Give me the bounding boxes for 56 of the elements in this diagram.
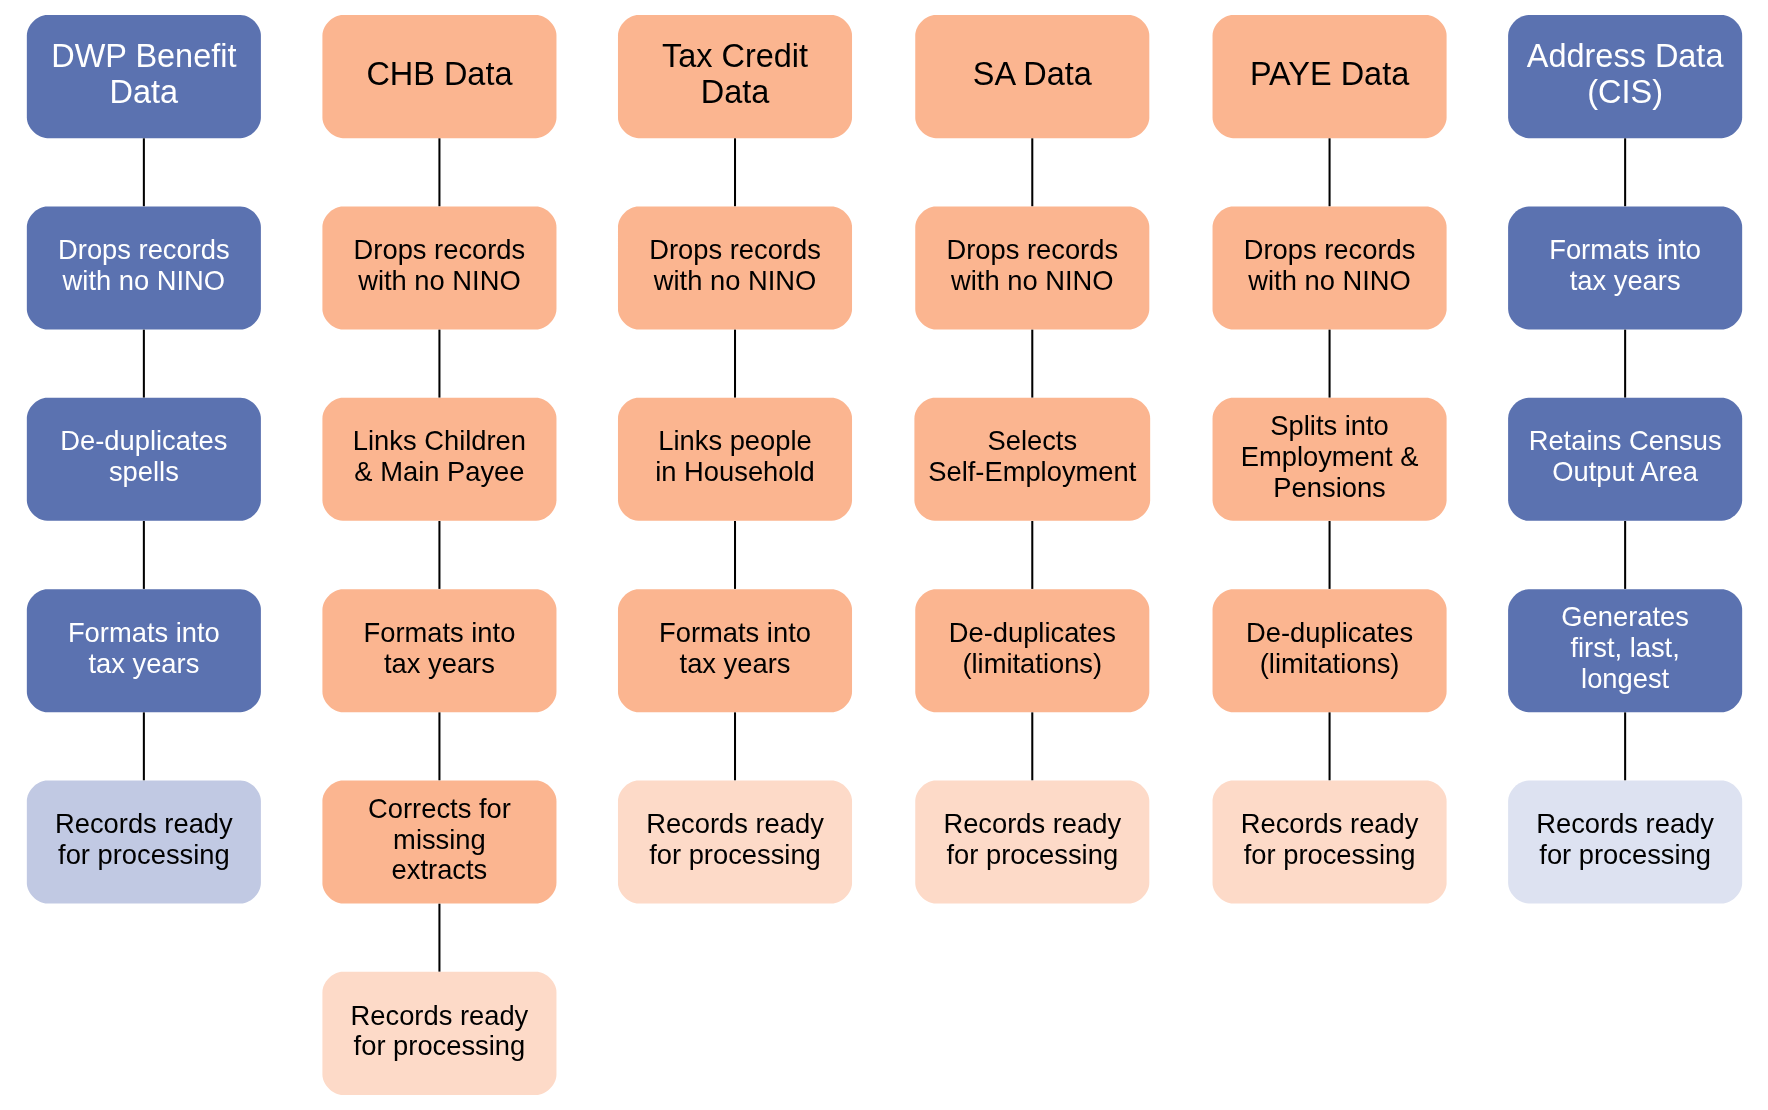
node-box: Drops records with no NINO [617,206,852,330]
node-box: Formats into tax years [617,589,852,713]
node-box: Drops records with no NINO [321,206,556,330]
node-box: De-duplicates (limitations) [914,589,1149,713]
connector [1328,521,1331,589]
connector [437,903,440,972]
node-box: Corrects for missing extracts [321,780,556,904]
node-box: Address Data (CIS) [1507,15,1742,139]
connector [142,138,145,207]
node-box: Links Children & Main Payee [321,397,556,521]
node-box: Retains Census Output Area [1507,397,1742,521]
node-box: Selects Self-Employment [913,397,1150,521]
node-box: Records ready for processing [914,780,1149,904]
node-box: Records ready for processing [1507,780,1742,904]
connector [437,712,440,781]
connector [1030,138,1033,207]
node-box: Records ready for processing [26,780,261,904]
connector [142,712,145,781]
connector [733,329,736,398]
node-box: Records ready for processing [617,780,852,904]
connector [1623,712,1626,781]
node-box: Records ready for processing [1212,780,1447,904]
node-box: De-duplicates (limitations) [1212,589,1447,713]
node-box: Drops records with no NINO [1212,206,1447,330]
connector [733,138,736,207]
connector [1623,521,1626,589]
connector [1030,329,1033,398]
node-box: De-duplicates spells [26,397,261,521]
connector [1328,138,1331,207]
connector [1623,329,1626,398]
node-box: Formats into tax years [321,589,556,713]
node-box: Tax Credit Data [617,15,852,139]
connector [1328,712,1331,781]
node-box: Formats into tax years [26,589,261,713]
node-box: Drops records with no NINO [26,206,261,330]
node-box: CHB Data [321,15,556,139]
node-box: Splits into Employment & Pensions [1212,397,1447,521]
connector [1328,329,1331,398]
connector [437,521,440,589]
connector [142,521,145,589]
connector [1030,712,1033,781]
connector [1030,521,1033,589]
node-box: Links people in Household [617,397,852,521]
node-box: SA Data [914,15,1149,139]
connector [733,712,736,781]
connector [733,521,736,589]
node-box: DWP Benefit Data [26,15,261,139]
connector [142,329,145,398]
connector [437,138,440,207]
node-box: Formats into tax years [1507,206,1742,330]
node-box: PAYE Data [1212,15,1447,139]
node-box: Records ready for processing [321,971,556,1095]
node-box: Generates first, last, longest [1507,589,1742,713]
node-box: Drops records with no NINO [914,206,1149,330]
connector [437,329,440,398]
connector [1623,138,1626,207]
